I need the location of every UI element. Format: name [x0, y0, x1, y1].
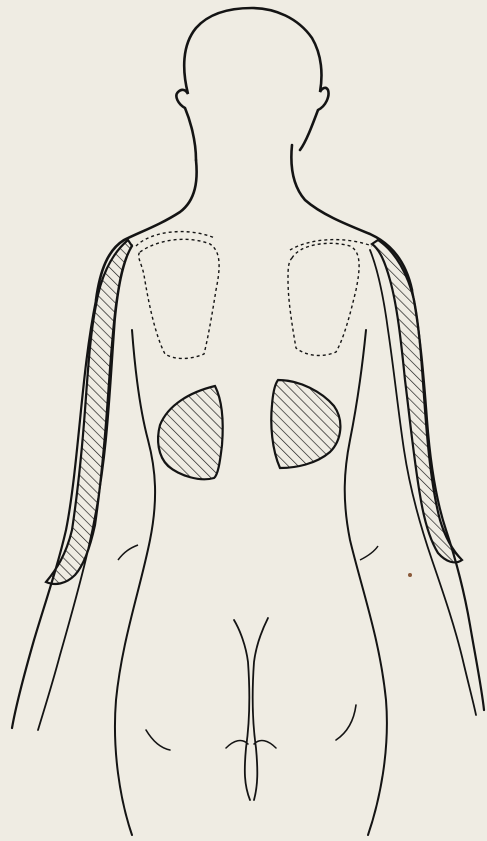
paper-speck — [408, 573, 412, 577]
left-scapula-spine — [136, 232, 215, 246]
right-elbow-crease — [360, 546, 378, 560]
head-outline — [176, 8, 328, 160]
gluteal-cleft-lower — [226, 741, 276, 748]
right-buttock-crease — [336, 705, 356, 740]
torso-right-side — [345, 330, 387, 835]
gluteal-cleft-left — [234, 620, 250, 800]
left-buttock-crease — [146, 730, 170, 750]
left-scapula-outline — [139, 239, 219, 358]
left-kidney-area — [158, 386, 223, 479]
right-scapula-outline — [288, 243, 359, 355]
torso-left-side — [115, 330, 155, 835]
right-kidney-area — [271, 380, 340, 468]
gluteal-cleft-right — [253, 618, 268, 800]
left-elbow-crease — [118, 545, 138, 560]
